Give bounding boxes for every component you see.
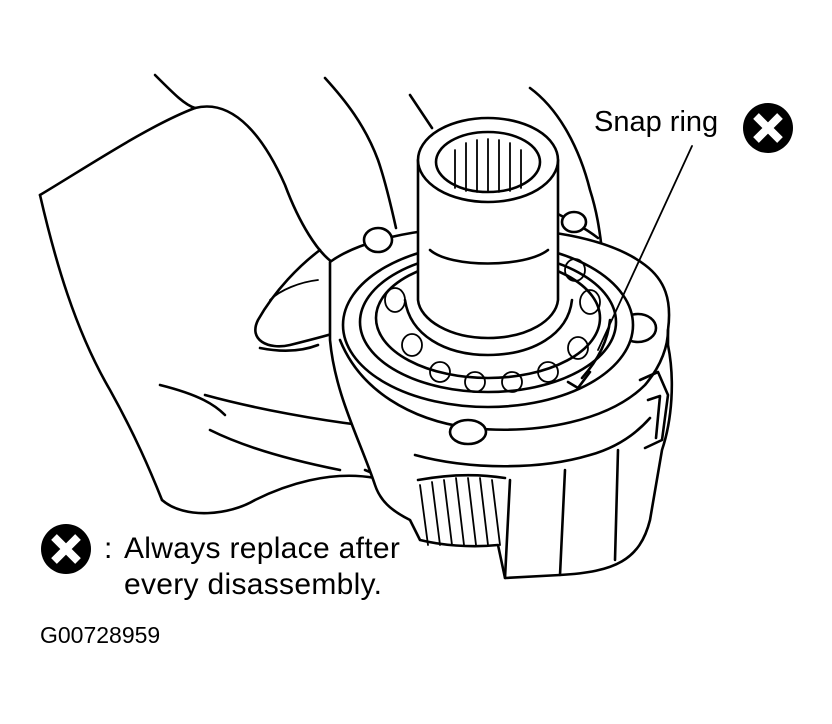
figure-id: G00728959: [40, 622, 161, 648]
replace-x-icon: [743, 103, 793, 153]
legend-colon: :: [104, 532, 113, 565]
shaft: [403, 116, 574, 357]
snap-ring-label: Snap ring: [594, 106, 719, 138]
legend-text-line-2: every disassembly.: [124, 568, 383, 601]
gear-teeth: [416, 473, 507, 546]
legend-text-line-1: Always replace after: [124, 532, 401, 565]
snap-ring-leader: [597, 145, 693, 351]
legend-x-icon: [41, 524, 91, 574]
